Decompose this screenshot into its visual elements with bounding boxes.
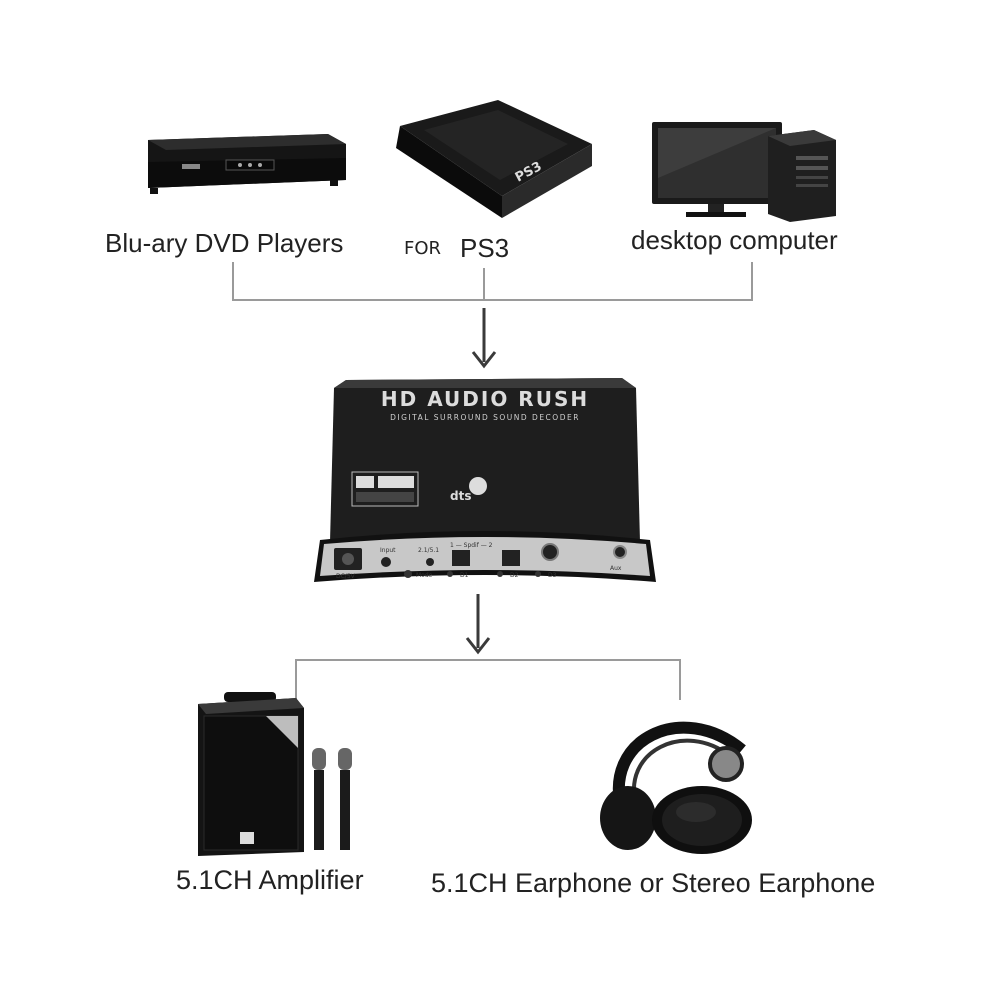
mode-button-icon [404,570,412,578]
ps3-console-image: PS3 [396,100,592,218]
spdif-port-1-icon [452,550,470,566]
dvd-player-image [148,134,346,194]
output-connector-line [295,659,681,700]
ps3-label: PS3 [460,233,510,263]
coaxial-port-icon [541,543,559,561]
d3-label: D3 [548,572,557,579]
amplifier-label: 5.1CH Amplifier [176,865,364,895]
svg-text:dts: dts [450,489,471,503]
down-arrow-head-1 [471,351,497,369]
spdif-label: 1 — Spdif — 2 [450,542,493,549]
channel-switch-label: 2.1/5.1 [418,547,439,554]
d1-label: D1 [460,572,469,579]
desktop-computer-image [652,122,836,222]
aux-port-icon [613,545,627,559]
input-button-icon [381,557,391,567]
d2-label: D2 [510,572,519,579]
input-port-label: Input [380,547,396,554]
decoder-title: HD AUDIO RUSH [381,387,589,411]
dts-logo-icon [469,477,487,495]
power-port-label: DC/5V [336,573,356,580]
ps3-prefix-label: FOR [404,238,442,259]
aux-port-label: Aux [610,565,622,572]
down-arrow-head-2 [465,637,491,655]
dvd-player-label: Blu-ary DVD Players [105,228,344,258]
decoder-subtitle: DIGITAL SURROUND SOUND DECODER [390,413,580,422]
amplifier-speaker-image [198,692,352,856]
desktop-computer-label: desktop computer [631,225,838,255]
source-connector-line [232,262,753,301]
mode-button-label: Mode [416,572,433,579]
decoder-device-image: HD AUDIO RUSH DIGITAL SURROUND SOUND DEC… [314,378,656,582]
earphone-label: 5.1CH Earphone or Stereo Earphone [431,868,876,898]
dolby-logo-icon [351,471,419,507]
spdif-port-2-icon [502,550,520,566]
headphones-image [600,721,752,854]
channel-switch-icon [426,558,434,566]
